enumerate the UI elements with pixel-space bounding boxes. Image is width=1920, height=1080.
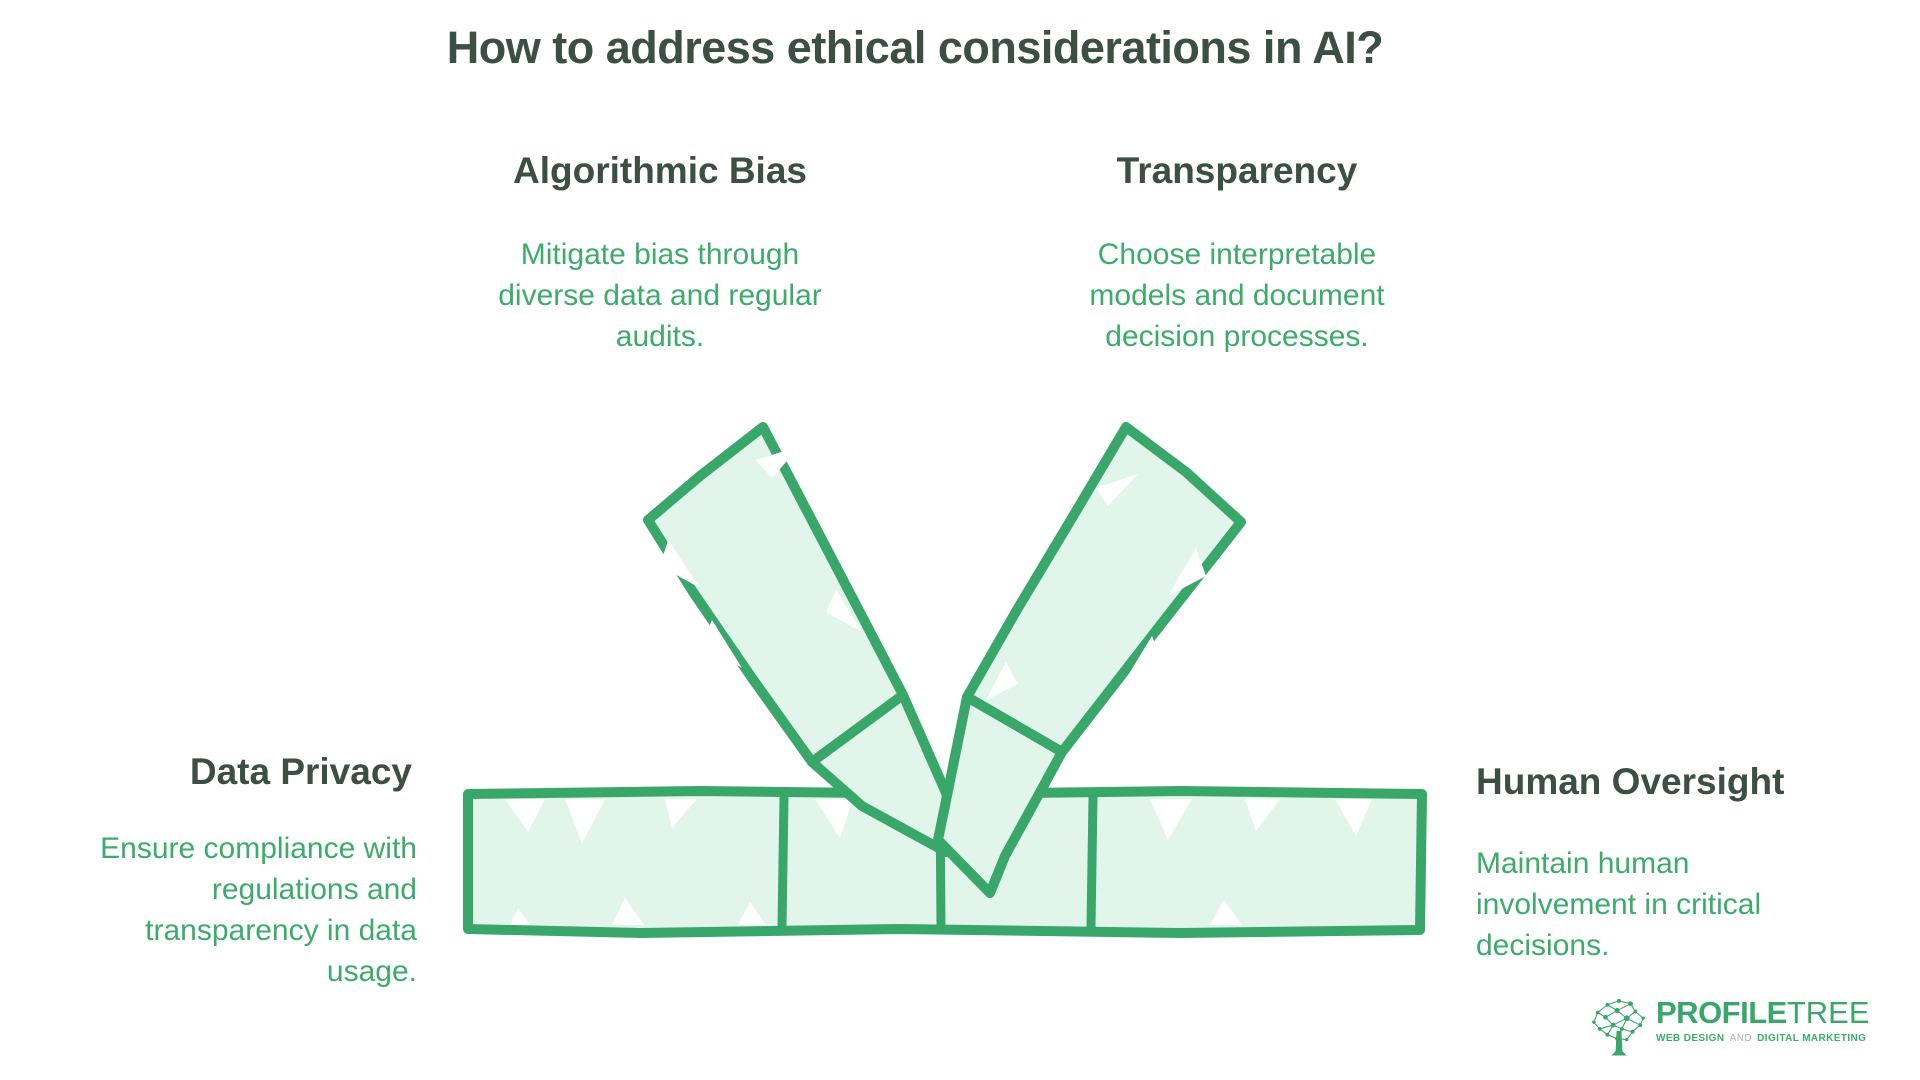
beam-joint-line xyxy=(1086,792,1098,932)
body-line: usage. xyxy=(326,955,417,988)
brand-name-bold: PROFILE xyxy=(1656,995,1787,1030)
tagline-web-design: WEB DESIGN xyxy=(1656,1033,1725,1044)
section-body-data-privacy: Ensure compliance with regulations and t… xyxy=(37,828,417,992)
body-line: Mitigate bias through xyxy=(520,238,800,271)
section-heading-data-privacy: Data Privacy xyxy=(189,751,412,792)
body-line: transparency in data xyxy=(145,914,417,947)
tagline-digital-marketing: DIGITAL MARKETING xyxy=(1757,1033,1867,1044)
body-line: decision processes. xyxy=(1105,320,1369,353)
right-plank-tip xyxy=(933,692,1067,898)
section-heading-human-oversight: Human Oversight xyxy=(1476,761,1785,802)
body-line: regulations and xyxy=(211,873,417,906)
left-plank xyxy=(643,422,908,767)
tree-network-icon xyxy=(1592,998,1645,1056)
body-line: decisions. xyxy=(1476,929,1610,962)
tagline-and: AND xyxy=(1729,1033,1752,1044)
plank-texture xyxy=(660,446,1206,700)
body-line: Ensure compliance with xyxy=(100,832,417,865)
body-line: models and document xyxy=(1089,279,1385,312)
brand-tagline: WEB DESIGN AND DIGITAL MARKETING xyxy=(1656,1033,1870,1044)
body-line: audits. xyxy=(615,320,705,353)
section-body-algorithmic-bias: Mitigate bias through diverse data and r… xyxy=(440,234,880,357)
body-line: diverse data and regular xyxy=(498,279,822,312)
section-body-human-oversight: Maintain human involvement in critical d… xyxy=(1476,843,1836,966)
section-heading-algorithmic-bias: Algorithmic Bias xyxy=(513,150,807,191)
body-line: Maintain human xyxy=(1476,847,1690,880)
body-line: Choose interpretable xyxy=(1097,238,1377,271)
right-plank xyxy=(962,422,1246,757)
section-body-transparency: Choose interpretable models and document… xyxy=(1017,234,1457,357)
beam-texture xyxy=(505,799,1372,925)
beam-joint-line xyxy=(777,792,789,932)
page-title: How to address ethical considerations in… xyxy=(446,22,1384,73)
body-line: involvement in critical xyxy=(1476,888,1762,921)
brand-name-light: TREE xyxy=(1786,995,1870,1030)
profiletree-logo: PROFILETREE WEB DESIGN AND DIGITAL MARKE… xyxy=(1590,996,1870,1058)
brand-name: PROFILETREE xyxy=(1656,996,1870,1030)
section-heading-transparency: Transparency xyxy=(1116,150,1358,191)
logo-text: PROFILETREE WEB DESIGN AND DIGITAL MARKE… xyxy=(1656,996,1870,1045)
